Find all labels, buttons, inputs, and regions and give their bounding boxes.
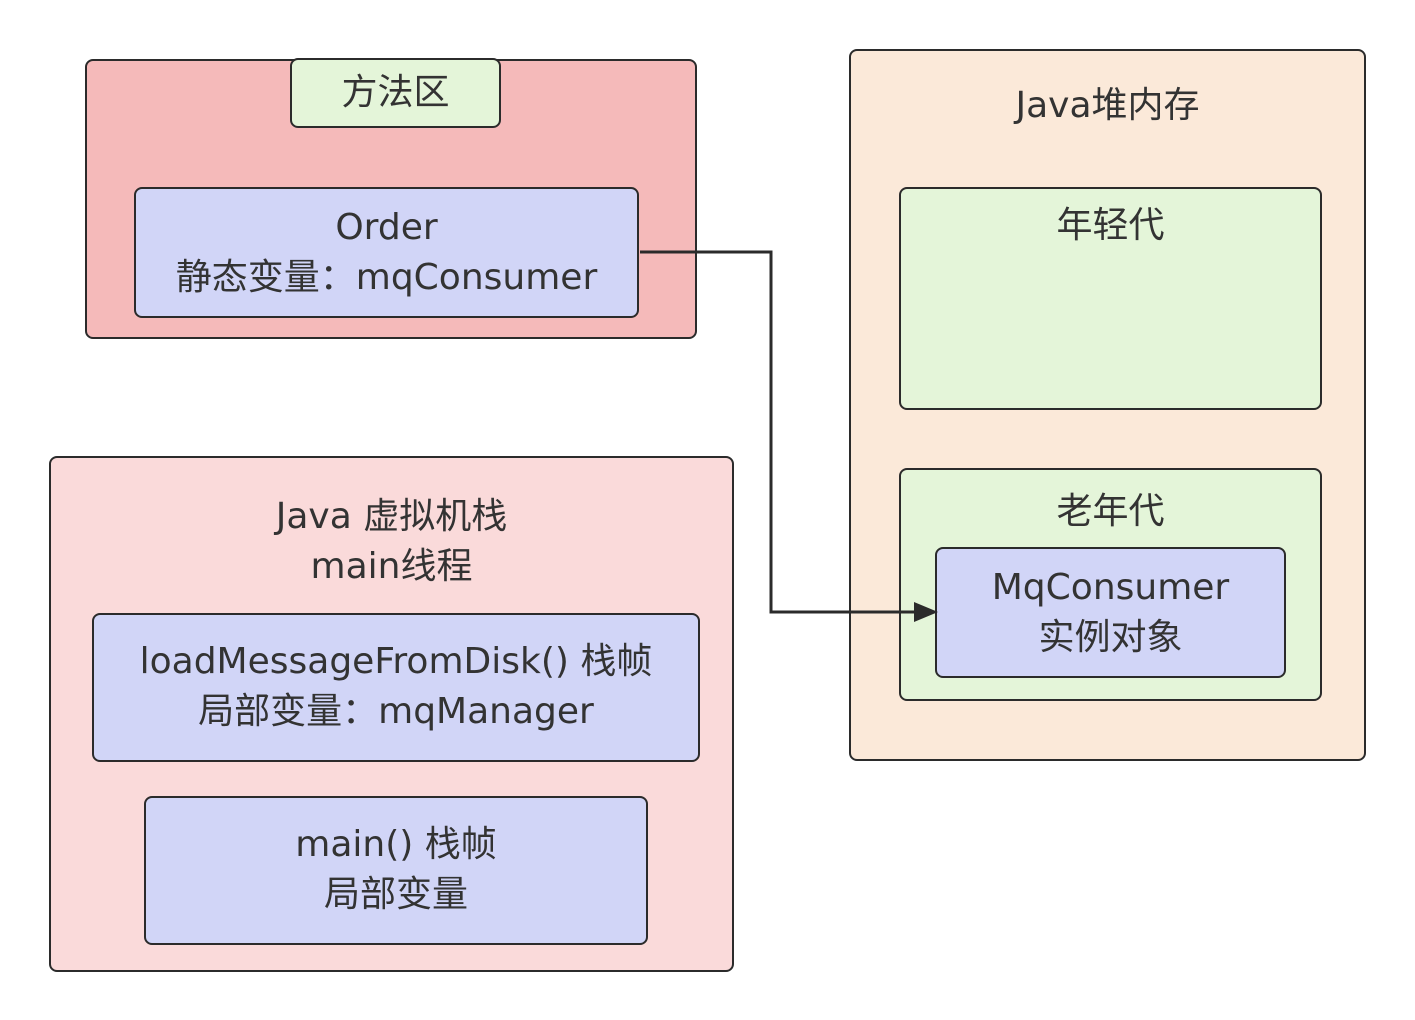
- mq-consumer-object-node: MqConsumer 实例对象: [935, 547, 1286, 678]
- stack-frame-load-locals: 局部变量：mqManager: [198, 691, 594, 732]
- stack-frame-main-locals: 局部变量: [323, 874, 468, 915]
- order-class-name: Order: [335, 207, 438, 248]
- jvm-stack-title: Java 虚拟机栈: [275, 496, 508, 537]
- young-generation: 年轻代: [899, 187, 1322, 410]
- stack-frame-main: main() 栈帧 局部变量: [144, 796, 648, 945]
- stack-frame-load-title: loadMessageFromDisk() 栈帧: [139, 641, 653, 682]
- mq-consumer-name: MqConsumer: [991, 567, 1230, 608]
- order-class-node: Order 静态变量：mqConsumer: [134, 187, 639, 318]
- java-heap-title: Java堆内存: [1015, 85, 1200, 126]
- mq-consumer-desc: 实例对象: [1038, 617, 1183, 658]
- stack-frame-load-message: loadMessageFromDisk() 栈帧 局部变量：mqManager: [92, 613, 700, 762]
- method-area-title-tag: 方法区: [290, 58, 501, 128]
- young-generation-title: 年轻代: [1056, 205, 1165, 246]
- stack-frame-main-title: main() 栈帧: [295, 824, 497, 865]
- jvm-stack-thread: main线程: [310, 546, 473, 587]
- old-generation-title: 老年代: [1056, 491, 1165, 532]
- method-area-title: 方法区: [341, 72, 450, 113]
- order-static-field: 静态变量：mqConsumer: [175, 257, 598, 298]
